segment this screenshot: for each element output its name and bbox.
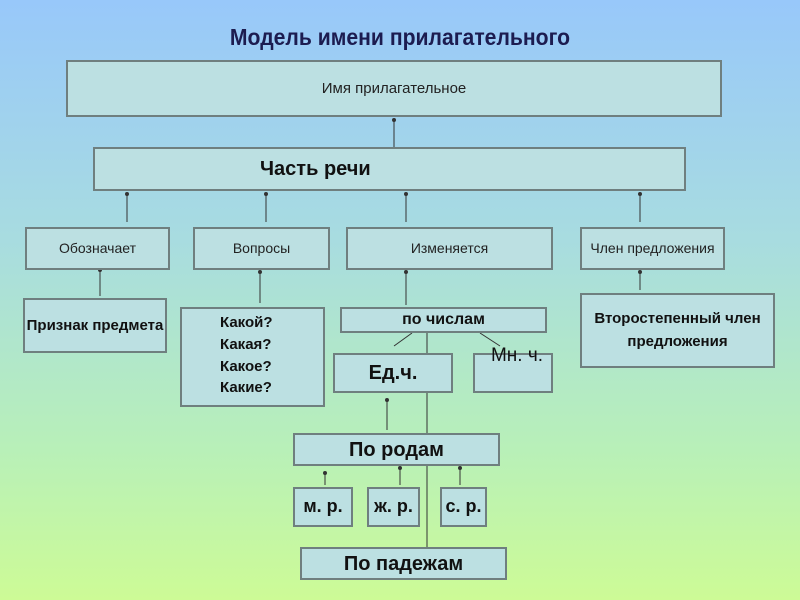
node-denotes: Обозначает xyxy=(25,227,170,270)
node-changes: Изменяется xyxy=(346,227,553,270)
node-plural-text: Мн. ч. xyxy=(490,345,544,366)
node-feature: Признак предмета xyxy=(23,298,167,353)
node-by-number: по числам xyxy=(340,307,547,333)
question-item: Какие? xyxy=(220,379,272,397)
node-masculine: м. р. xyxy=(293,487,353,527)
node-secondary-member: Второстепенный член предложения xyxy=(580,293,775,368)
node-neuter: с. р. xyxy=(440,487,487,527)
node-question-list: Какой? Какая? Какое? Какие? xyxy=(180,307,325,407)
page-title: Модель имени прилагательного xyxy=(229,24,571,50)
question-item: Какой? xyxy=(220,314,273,331)
node-feminine: ж. р. xyxy=(367,487,420,527)
node-part-of-speech: Часть речи xyxy=(93,147,686,191)
node-adjective: Имя прилагательное xyxy=(66,60,722,117)
node-by-gender: По родам xyxy=(293,433,500,466)
question-item: Какое? xyxy=(220,357,272,375)
node-singular: Ед.ч. xyxy=(333,353,453,393)
node-questions: Вопросы xyxy=(193,227,330,270)
node-sentence-member: Член предложения xyxy=(580,227,725,270)
node-by-case: По падежам xyxy=(300,547,507,580)
question-item: Какая? xyxy=(220,335,272,353)
